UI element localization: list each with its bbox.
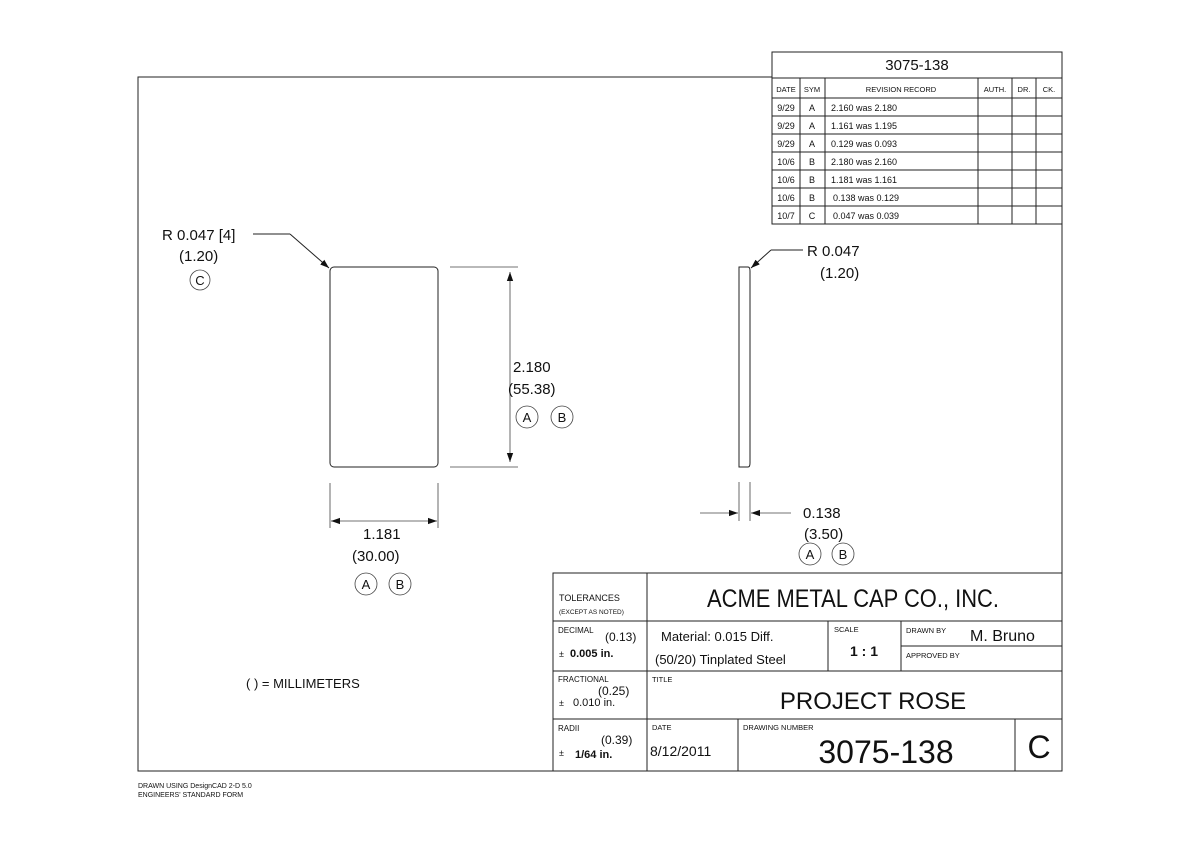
front-height-mm: (55.38): [508, 381, 556, 398]
side-view: R 0.047 (1.20) 0.138 (3.50) A B: [700, 243, 860, 566]
rev-row-date: 9/29: [777, 121, 795, 131]
rev-header-record: REVISION RECORD: [866, 85, 937, 94]
material-line2: (50/20) Tinplated Steel: [655, 652, 786, 667]
rev-row-record: 0.129 was 0.093: [831, 139, 897, 149]
rev-row-date: 10/6: [777, 175, 795, 185]
rev-row-record: 2.180 was 2.160: [831, 157, 897, 167]
rev-header-ck: CK.: [1043, 85, 1056, 94]
revision-circle: [831, 542, 855, 566]
front-radius-mm: (1.20): [179, 248, 218, 265]
decimal-in: 0.005 in.: [570, 648, 613, 660]
front-width-rev-a: A: [362, 577, 371, 592]
title-block: TOLERANCES (EXCEPT AS NOTED) ACME METAL …: [552, 572, 1063, 772]
front-height-rev-a: A: [523, 410, 532, 425]
rev-row-sym: B: [809, 175, 815, 185]
rev-header-sym: SYM: [804, 85, 820, 94]
decimal-mm: (0.13): [605, 630, 636, 644]
tolerances-label: TOLERANCES: [559, 593, 620, 603]
fractional-plus-minus: ±: [559, 698, 564, 708]
scale-label: SCALE: [834, 625, 859, 634]
title-label: TITLE: [652, 675, 672, 684]
rev-row-record: 0.138 was 0.129: [833, 193, 899, 203]
revision-circle: [550, 405, 574, 429]
revision-block: 3075-138 DATE SYM REVISION RECORD AUTH. …: [771, 51, 1063, 225]
rev-row-sym: B: [809, 157, 815, 167]
radii-in: 1/64 in.: [575, 749, 612, 761]
side-radius-label: R 0.047: [807, 243, 860, 260]
rev-row-date: 10/7: [777, 211, 795, 221]
front-view-outline: [329, 266, 439, 468]
rev-row-sym: A: [809, 121, 815, 131]
rev-row-date: 9/29: [777, 139, 795, 149]
footer-line1: DRAWN USING DesignCAD 2-D 5.0: [138, 783, 252, 790]
revision-circle: [798, 542, 822, 566]
fractional-mm: (0.25): [598, 684, 629, 698]
rev-row-date: 10/6: [777, 193, 795, 203]
front-width-rev-b: B: [396, 577, 405, 592]
front-radius-label: R 0.047 [4]: [162, 227, 235, 244]
rev-row-record: 0.047 was 0.039: [833, 211, 899, 221]
scale-value: 1 : 1: [850, 643, 878, 659]
rev-row-sym: A: [809, 103, 815, 113]
side-thickness-mm: (3.50): [804, 526, 843, 543]
drawing-number-value: 3075-138: [818, 734, 953, 770]
rev-row-record: 1.181 was 1.161: [831, 175, 897, 185]
decimal-label: DECIMAL: [558, 626, 594, 635]
date-label: DATE: [652, 723, 671, 732]
fractional-in: 0.010 in.: [573, 697, 615, 709]
tolerances-sub: (EXCEPT AS NOTED): [559, 609, 624, 616]
rev-row-record: 2.160 was 2.180: [831, 103, 897, 113]
project-title: PROJECT ROSE: [780, 688, 966, 715]
revision-letter: C: [1027, 729, 1050, 765]
revision-circle: [354, 572, 378, 596]
rev-row-sym: C: [809, 211, 816, 221]
drawn-by-label: DRAWN BY: [906, 626, 946, 635]
rev-header-date: DATE: [776, 85, 795, 94]
radii-plus-minus: ±: [559, 748, 564, 758]
revision-circle: [189, 269, 211, 291]
revision-block-title: 3075-138: [885, 57, 948, 74]
front-width-mm: (30.00): [352, 548, 400, 565]
revision-circle: [515, 405, 539, 429]
rev-header-auth: AUTH.: [984, 85, 1007, 94]
units-note: ( ) = MILLIMETERS: [246, 676, 360, 691]
footer-line2: ENGINEERS' STANDARD FORM: [138, 792, 243, 799]
radii-mm: (0.39): [601, 733, 632, 747]
approved-by-label: APPROVED BY: [906, 651, 960, 660]
title-block-frame: [552, 572, 1063, 772]
fractional-label: FRACTIONAL: [558, 675, 609, 684]
revision-block-frame: [771, 51, 1063, 225]
radii-label: RADII: [558, 724, 579, 733]
rev-row-record: 1.161 was 1.195: [831, 121, 897, 131]
front-radius-rev: C: [195, 273, 204, 288]
company-name: ACME METAL CAP CO., INC.: [707, 585, 999, 613]
front-view: R 0.047 [4] (1.20) C 2.180 (55.38) A B 1…: [162, 227, 574, 596]
drawing-number-label: DRAWING NUMBER: [743, 723, 814, 732]
decimal-plus-minus: ±: [559, 649, 564, 659]
front-height-in: 2.180: [513, 359, 551, 376]
rev-row-date: 9/29: [777, 103, 795, 113]
rev-row-date: 10/6: [777, 157, 795, 167]
front-height-rev-b: B: [558, 410, 567, 425]
rev-row-sym: A: [809, 139, 815, 149]
side-thickness-in: 0.138: [803, 505, 841, 522]
side-thickness-rev-a: A: [806, 547, 815, 562]
side-radius-mm: (1.20): [820, 265, 859, 282]
rev-row-sym: B: [809, 193, 815, 203]
side-view-outline: [738, 266, 751, 468]
drawn-by-value: M. Bruno: [970, 628, 1035, 645]
rev-header-dr: DR.: [1018, 85, 1031, 94]
side-thickness-rev-b: B: [839, 547, 848, 562]
revision-circle: [388, 572, 412, 596]
front-width-in: 1.181: [363, 526, 401, 543]
date-value: 8/12/2011: [650, 743, 711, 759]
material-line1: Material: 0.015 Diff.: [661, 629, 773, 644]
